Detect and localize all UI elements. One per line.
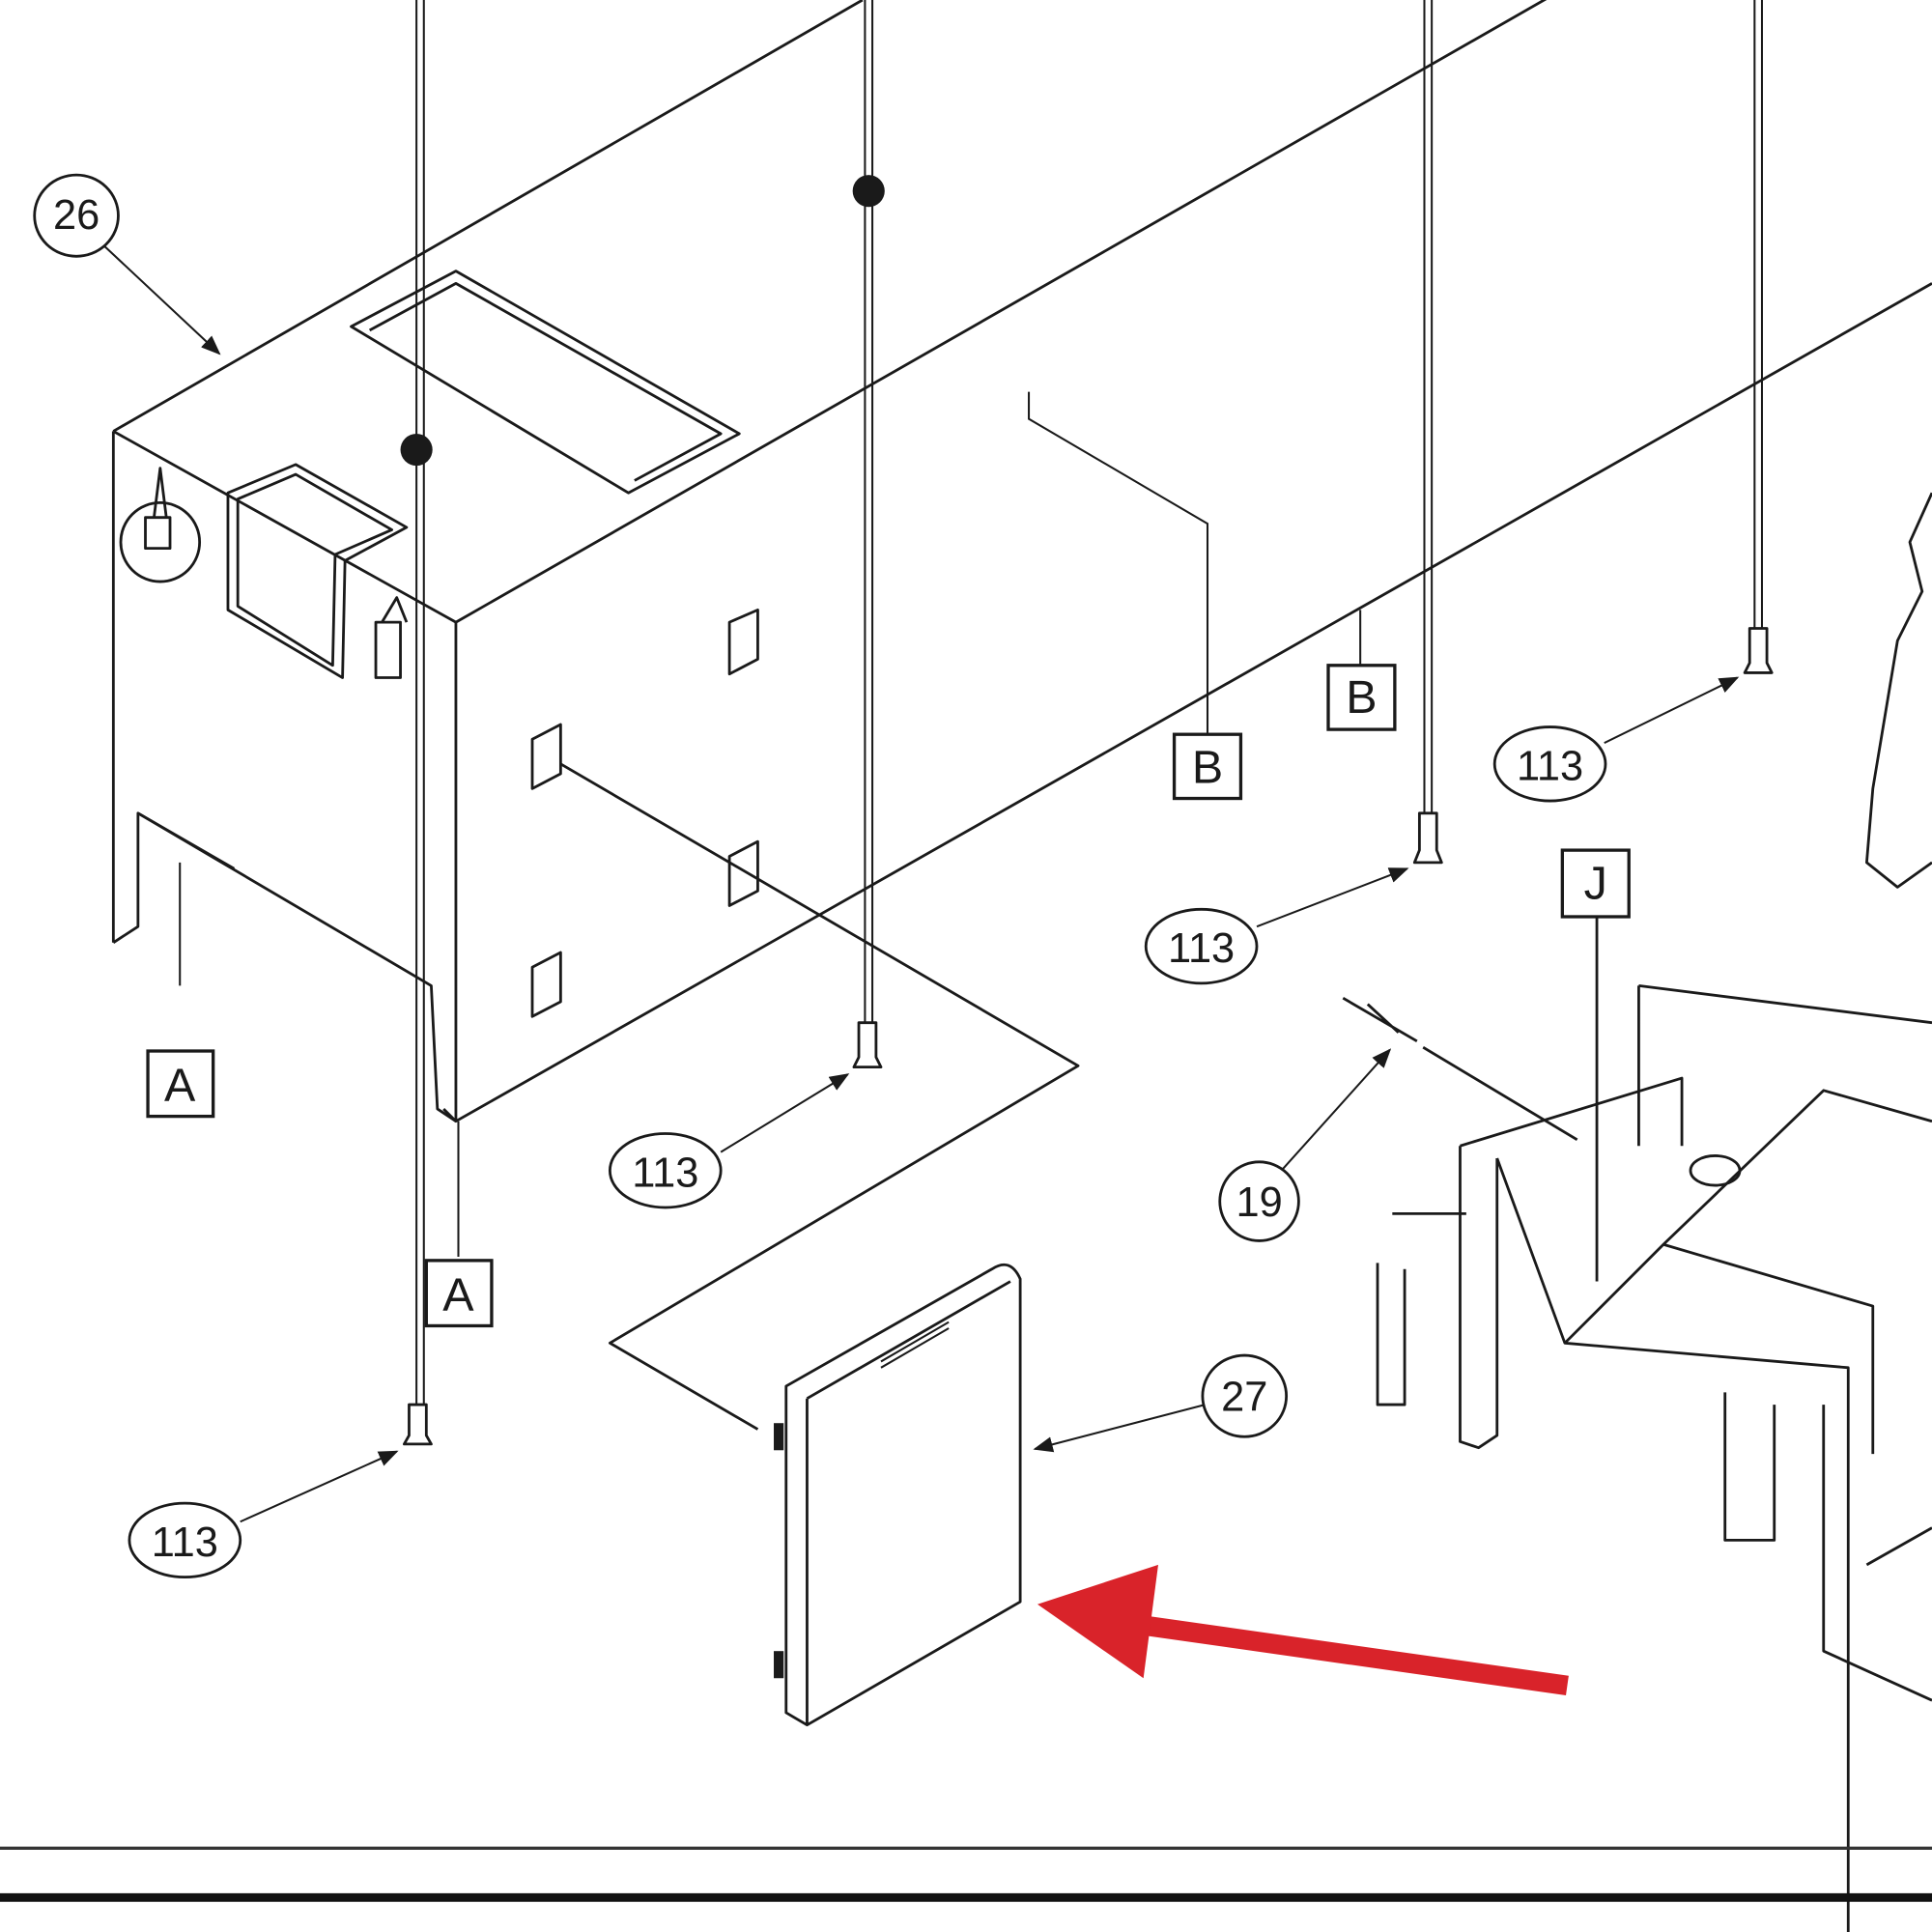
callout-19: 19 xyxy=(1218,1160,1300,1242)
callout-label: 26 xyxy=(53,192,99,239)
callout-113: 113 xyxy=(1492,725,1607,803)
ref-box-j: J xyxy=(1560,848,1631,919)
ref-box-b: B xyxy=(1172,732,1243,801)
ref-box-a: A xyxy=(424,1259,494,1328)
ref-label: B xyxy=(1346,671,1377,724)
frame-assembly-j xyxy=(1342,492,1932,1932)
ref-label: J xyxy=(1584,858,1607,910)
fastener-lines xyxy=(400,0,1763,1406)
callout-label: 113 xyxy=(1168,925,1235,972)
callout-label: 113 xyxy=(1517,743,1583,789)
callout-113: 113 xyxy=(128,1501,242,1579)
ref-box-a: A xyxy=(146,1049,215,1119)
door-panel-27 xyxy=(559,762,1080,1727)
screws-113 xyxy=(402,627,1774,1446)
callout-label: 19 xyxy=(1236,1179,1282,1226)
ref-label: A xyxy=(164,1060,196,1112)
callout-113: 113 xyxy=(608,1132,723,1209)
cabinet-housing xyxy=(111,0,1932,1258)
callout-113: 113 xyxy=(1144,907,1259,985)
red-highlight-arrow xyxy=(1037,1564,1569,1696)
callout-label: 27 xyxy=(1221,1374,1267,1420)
callout-label: 113 xyxy=(632,1150,698,1196)
nut-icon xyxy=(400,433,433,467)
ref-box-b: B xyxy=(1326,664,1397,731)
ref-label: B xyxy=(1192,742,1223,794)
callout-27: 27 xyxy=(1201,1353,1289,1438)
callout-26: 26 xyxy=(33,173,120,258)
ref-label: A xyxy=(442,1269,474,1321)
callout-label: 113 xyxy=(152,1520,218,1566)
leader-arrows xyxy=(103,245,1740,1523)
nut-icon xyxy=(852,175,885,208)
